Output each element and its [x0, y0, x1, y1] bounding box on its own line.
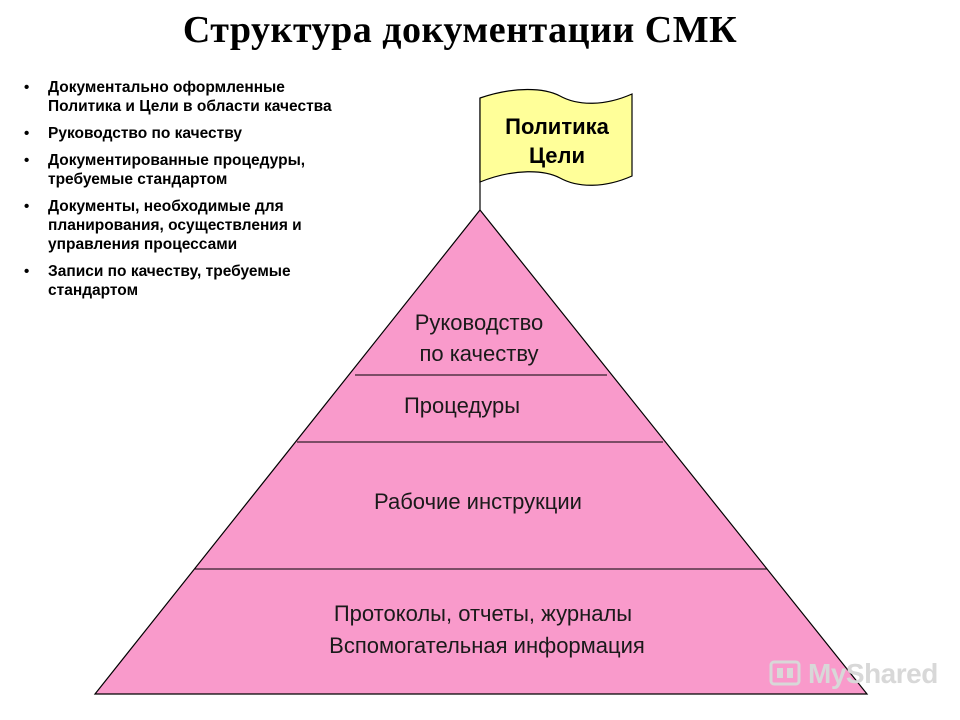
flag-label-goals: Цели [529, 143, 585, 168]
page-title: Структура документации СМК [182, 9, 738, 51]
watermark: MyShared [768, 654, 938, 694]
level-manual-label-line1: Руководство [415, 310, 544, 335]
watermark-text: MyShared [808, 658, 938, 689]
bullet-item-procedures: Документированные процедуры, требуемые с… [20, 151, 350, 189]
bullet-item-manual: Руководство по качеству [20, 124, 350, 143]
flag-label-policy: Политика [505, 114, 610, 139]
level-procedures-label: Процедуры [404, 393, 520, 418]
bullet-item-records: Записи по качеству, требуемые стандартом [20, 262, 350, 300]
level-manual-label-line2: по качеству [419, 341, 538, 366]
pyramid-body [93, 209, 869, 695]
flag-banner [479, 88, 633, 186]
level-work-instructions-label: Рабочие инструкции [374, 489, 582, 514]
level-records-label-line1: Протоколы, отчеты, журналы [334, 601, 632, 626]
bullet-item-process-documents: Документы, необходимые для планирования,… [20, 197, 350, 254]
level-records-label-line2: Вспомогательная информация [329, 633, 645, 658]
bullet-item-policy: Документально оформленные Политика и Цел… [20, 78, 350, 116]
watermark-logo-icon [769, 660, 801, 686]
bullet-list: Документально оформленные Политика и Цел… [20, 78, 350, 308]
